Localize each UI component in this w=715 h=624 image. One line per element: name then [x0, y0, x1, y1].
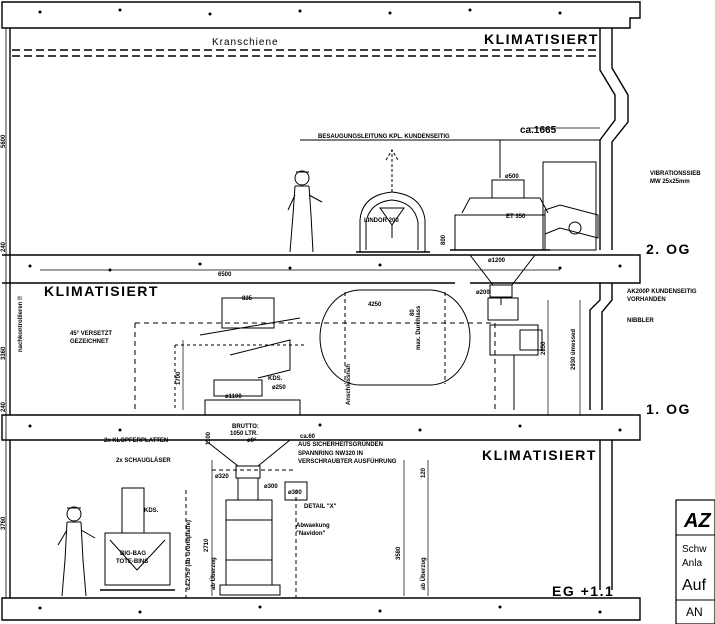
company-logo: AZ [683, 510, 711, 532]
big-bag-station [100, 487, 175, 591]
og1-climate-label: KLIMATISIERT [44, 283, 159, 299]
feed-hopper-1og [204, 297, 301, 416]
top-climate-label: KLIMATISIERT [484, 31, 599, 47]
et350-label: ET 350 [506, 214, 526, 220]
title-line-4: AN [686, 605, 703, 619]
dim-120: 120 [421, 467, 427, 478]
dim-80: 80 [410, 309, 416, 316]
roof-slab [1, 1, 641, 29]
dim-5600: 5600 [1, 134, 7, 148]
lindor-label: LINDOR 200 [364, 218, 399, 224]
slab-eg [1, 597, 641, 621]
dim-2930: 2930 ümessed [571, 329, 577, 370]
dim-1100-diameter: ø1100 [225, 394, 242, 400]
clamp-ring-note-2: VERSCHRAUBTER AUSFÜHRUNG [298, 458, 397, 465]
gross-volume-label: BRUTTO: [232, 424, 259, 430]
safety-note: AUS SICHERHEITSGRÜNDEN [298, 441, 383, 448]
person-figure-eg [57, 506, 96, 597]
vibration-screen-label: VIBRATIONSSIEB [650, 171, 701, 177]
dim-1665: ca.1665 [520, 125, 557, 136]
person-figure-2og [287, 170, 323, 253]
weighing-name: "Navidon" [296, 531, 326, 537]
weighing-label: Abwaekung [296, 523, 330, 529]
dim-3760: 3760 [1, 516, 7, 530]
crane-rail-label: Kranschiene [212, 37, 279, 48]
vibration-screen [542, 161, 599, 251]
slab-hatching [28, 8, 622, 614]
bigbag-label: BIG-BAG [120, 551, 146, 557]
dim-1200: ø1200 [488, 258, 506, 264]
dim-1100: 1100 [206, 431, 212, 445]
title-line-2: Anla [682, 558, 702, 569]
dim-6500: 6500 [218, 272, 232, 278]
connection-note: Anschlussnah [346, 364, 352, 405]
kds-label-eg: KDS. [144, 508, 159, 514]
dim-240-top: 240 [1, 241, 7, 252]
main-hopper-eg [203, 439, 292, 596]
dim-250: ø250 [272, 385, 286, 391]
title-line-1: Schw [682, 544, 707, 555]
og1-level-label: 1. OG [646, 401, 691, 417]
gross-volume-value: 1050 LTR. [230, 431, 258, 437]
storage-tank [319, 289, 471, 386]
dim-300-a: ø300 [264, 484, 278, 490]
sight-glasses-label: 2x SCHAUGLÄSER [116, 457, 171, 464]
verify-note: nachkontrollieren !! [18, 296, 24, 352]
offset-note: 45° VERSETZT [70, 331, 112, 337]
dim-angle: ø0° [247, 438, 257, 444]
dim-800: 800 [441, 234, 447, 245]
og2-level-label: 2. OG [646, 241, 691, 257]
dim-2710: 2710 [204, 538, 210, 552]
clamp-ring-note: SPANNRING NW320 IN [298, 451, 363, 457]
slab-1og [1, 414, 641, 441]
et350-sieve [450, 179, 550, 251]
right-wall [599, 28, 629, 250]
nibbler-unit [487, 297, 543, 410]
dim-3360: 3360 [1, 346, 7, 360]
vibration-screen-mesh: MW 25x25mm [650, 179, 690, 185]
max-passage-note: max. Durchlass [416, 305, 422, 350]
kds-label-1og: KDS. [268, 376, 283, 382]
above-beam-note-2: ab Überzug [420, 557, 427, 590]
dim-835: 835 [242, 296, 253, 302]
dim-320: ø320 [215, 474, 229, 480]
dim-2850: 2850 [541, 341, 547, 355]
dim-2750: ca.2750 (ab Grundplatte) [186, 520, 192, 590]
nibbler-label: NIBBLER [627, 318, 654, 324]
dim-3580: 3580 [396, 546, 402, 560]
title-line-3: Auf [682, 577, 707, 594]
suction-line-label: BESAUGUNGSLEITUNG KPL. KUNDENSEITIG [318, 134, 450, 140]
knocker-plates-label: 2x KLOPFERPLATTEN [104, 438, 168, 444]
dim-240-mid: 240 [1, 401, 7, 412]
dim-200: ø200 [476, 290, 490, 296]
dim-1700: 1700 [176, 371, 182, 385]
eg-level-label: EG +1.1 [552, 583, 614, 599]
detail-x-label: DETAIL "X" [304, 504, 337, 510]
dim-500: ø500 [505, 174, 519, 180]
offset-note-2: GEZEICHNET [70, 339, 109, 345]
ak200p-status: VORHANDEN [627, 297, 666, 303]
dim-300-b: ø300 [288, 490, 302, 496]
bigbag-type: TOTE-BINS [116, 559, 148, 565]
above-beam-note: ab Überzug [210, 557, 217, 590]
slab-2og [2, 254, 641, 284]
eg-climate-label: KLIMATISIERT [482, 447, 597, 463]
title-block: AZ Schw Anla Auf AN [675, 499, 715, 624]
dim-4250: 4250 [368, 302, 382, 308]
ak200p-label: AK200P KUNDENSEITIG [627, 289, 697, 295]
dim-ca60: ca.60 [300, 434, 316, 440]
